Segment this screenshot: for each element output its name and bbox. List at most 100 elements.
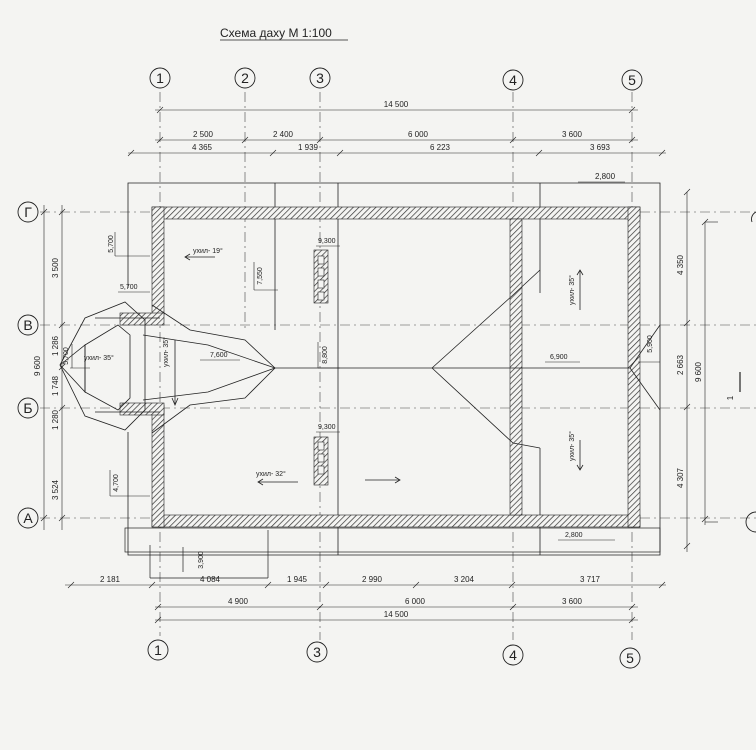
axis-circle-right-partial-top xyxy=(751,211,756,223)
axis-label-3-bottom: 3 xyxy=(313,644,321,660)
axis-circle-4-bottom xyxy=(502,644,524,666)
dim-right-seg-1: 4 350 xyxy=(676,254,685,275)
elev-6900: 6,900 xyxy=(550,354,568,361)
dim-bottom-r2-b: 6 000 xyxy=(405,597,426,606)
slope-35-b: ухил- 35° xyxy=(84,354,114,362)
dim-left-seg-3: 1 748 xyxy=(51,375,60,396)
dim-bottom-r1-c: 1 945 xyxy=(287,575,308,584)
dim-top-r1-b: 2 400 xyxy=(273,130,294,139)
elev-4700: 4,700 xyxy=(113,474,120,492)
elev-5700-a: 5,700 xyxy=(108,235,115,253)
axis-markers-top xyxy=(149,67,643,91)
axis-label-1-bottom: 1 xyxy=(154,642,162,658)
axis-label-V: В xyxy=(23,317,32,333)
walls xyxy=(119,206,641,528)
axis-circle-5-top xyxy=(621,69,643,91)
axis-label-5-bottom: 5 xyxy=(626,650,634,666)
axis-label-5-top: 5 xyxy=(628,72,636,88)
wall-left-lower xyxy=(151,404,165,528)
elev-3900: 3,900 xyxy=(198,551,205,569)
wall-left-cap-top xyxy=(119,312,165,326)
elev-2800-top: 2,800 xyxy=(595,172,616,181)
chimney-upper xyxy=(313,249,329,304)
dim-lines-top xyxy=(127,106,666,157)
elev-9300-b: 9,300 xyxy=(318,424,336,431)
dim-bottom-r2-c: 3 600 xyxy=(562,597,583,606)
roof-outline xyxy=(127,182,661,556)
dim-lines-right xyxy=(683,188,718,552)
wall-bottom xyxy=(151,514,641,528)
axis-circle-5-bottom xyxy=(619,647,641,669)
axis-circle-B xyxy=(17,397,39,419)
elev-8800: 8,800 xyxy=(322,346,329,364)
wall-top xyxy=(151,206,641,220)
dim-right-seg-3: 4 307 xyxy=(676,467,685,488)
dim-bottom-overall: 14 500 xyxy=(384,610,409,619)
axis-grid xyxy=(40,92,756,640)
dim-left-seg-5: 3 524 xyxy=(51,479,60,500)
axis-label-4-bottom: 4 xyxy=(509,647,517,663)
axis-circle-V xyxy=(17,314,39,336)
axis-markers-left xyxy=(17,201,39,529)
elev-7550: 7,550 xyxy=(257,267,264,285)
axis-label-G: Г xyxy=(24,204,32,220)
elev-7600: 7,600 xyxy=(210,352,228,359)
dim-left-seg-4: 1 280 xyxy=(51,409,60,430)
dim-top-r1-d: 3 600 xyxy=(562,130,583,139)
dim-top-r1-c: 6 000 xyxy=(408,130,429,139)
dim-bottom-r2-a: 4 900 xyxy=(228,597,249,606)
dim-bottom-r1-b: 4 084 xyxy=(200,575,221,584)
dim-bottom-r1-e: 3 204 xyxy=(454,575,475,584)
chimney-holes xyxy=(317,255,325,475)
axis-circle-3-bottom xyxy=(306,641,328,663)
axis-circle-4-top xyxy=(502,69,524,91)
slope-arrows xyxy=(171,253,584,486)
dim-top-r2-c: 6 223 xyxy=(430,143,451,152)
dim-top-r2-d: 3 693 xyxy=(590,143,611,152)
dim-bottom-r1-a: 2 181 xyxy=(100,575,121,584)
section-mark-1: 1 xyxy=(726,395,735,400)
drawing-title: Схема даху М 1:100 xyxy=(220,26,332,40)
elev-9300-a: 9,300 xyxy=(318,238,336,245)
slope-32: ухил- 32° xyxy=(256,470,286,478)
axis-label-3-top: 3 xyxy=(316,70,324,86)
elev-leaders xyxy=(70,232,660,541)
slope-35-c: ухил- 35° xyxy=(568,275,576,305)
dim-left-seg-2: 1 286 xyxy=(51,335,60,356)
dim-top-r2-b: 1 939 xyxy=(298,143,319,152)
dim-bottom-r1-d: 2 990 xyxy=(362,575,383,584)
axis-circle-1-bottom xyxy=(147,639,169,661)
axis-label-B: Б xyxy=(23,400,32,416)
axis-circle-A xyxy=(17,507,39,529)
axis-circle-2-top xyxy=(234,67,256,89)
dim-top-r1-a: 2 500 xyxy=(193,130,214,139)
dim-top-overall: 14 500 xyxy=(384,100,409,109)
axis-label-A: А xyxy=(23,510,33,526)
dim-left-outer: 9 600 xyxy=(33,355,42,376)
dim-right-seg-2: 2 663 xyxy=(676,354,685,375)
wall-right xyxy=(627,206,641,528)
wall-left-upper xyxy=(151,206,165,316)
wall-interior xyxy=(509,218,523,516)
axis-label-1-top: 1 xyxy=(156,70,164,86)
slope-35-d: ухил- 35° xyxy=(568,431,576,461)
dim-bottom-r1-f: 3 717 xyxy=(580,575,601,584)
elev-2800-bottom: 2,800 xyxy=(565,532,583,539)
axis-circle-G xyxy=(17,201,39,223)
dim-right-outer: 9 600 xyxy=(694,361,703,382)
slope-19: ухил- 19° xyxy=(193,247,223,255)
dim-lines-bottom xyxy=(65,581,666,624)
axis-markers-bottom xyxy=(147,639,641,669)
dim-top-r2-a: 4 365 xyxy=(192,143,213,152)
elev-5700-c: 5,700 xyxy=(63,347,70,365)
axis-circle-1-top xyxy=(149,67,171,89)
dim-left-seg-1: 3 500 xyxy=(51,257,60,278)
axis-circle-3-top xyxy=(309,67,331,89)
axis-circle-right-partial xyxy=(745,511,756,533)
axis-label-2-top: 2 xyxy=(241,70,249,86)
elev-5900: 5,900 xyxy=(647,335,654,353)
axis-label-4-top: 4 xyxy=(509,72,517,88)
elev-5700-b: 5,700 xyxy=(120,284,138,291)
slope-35-a: ухил- 35° xyxy=(162,337,170,367)
